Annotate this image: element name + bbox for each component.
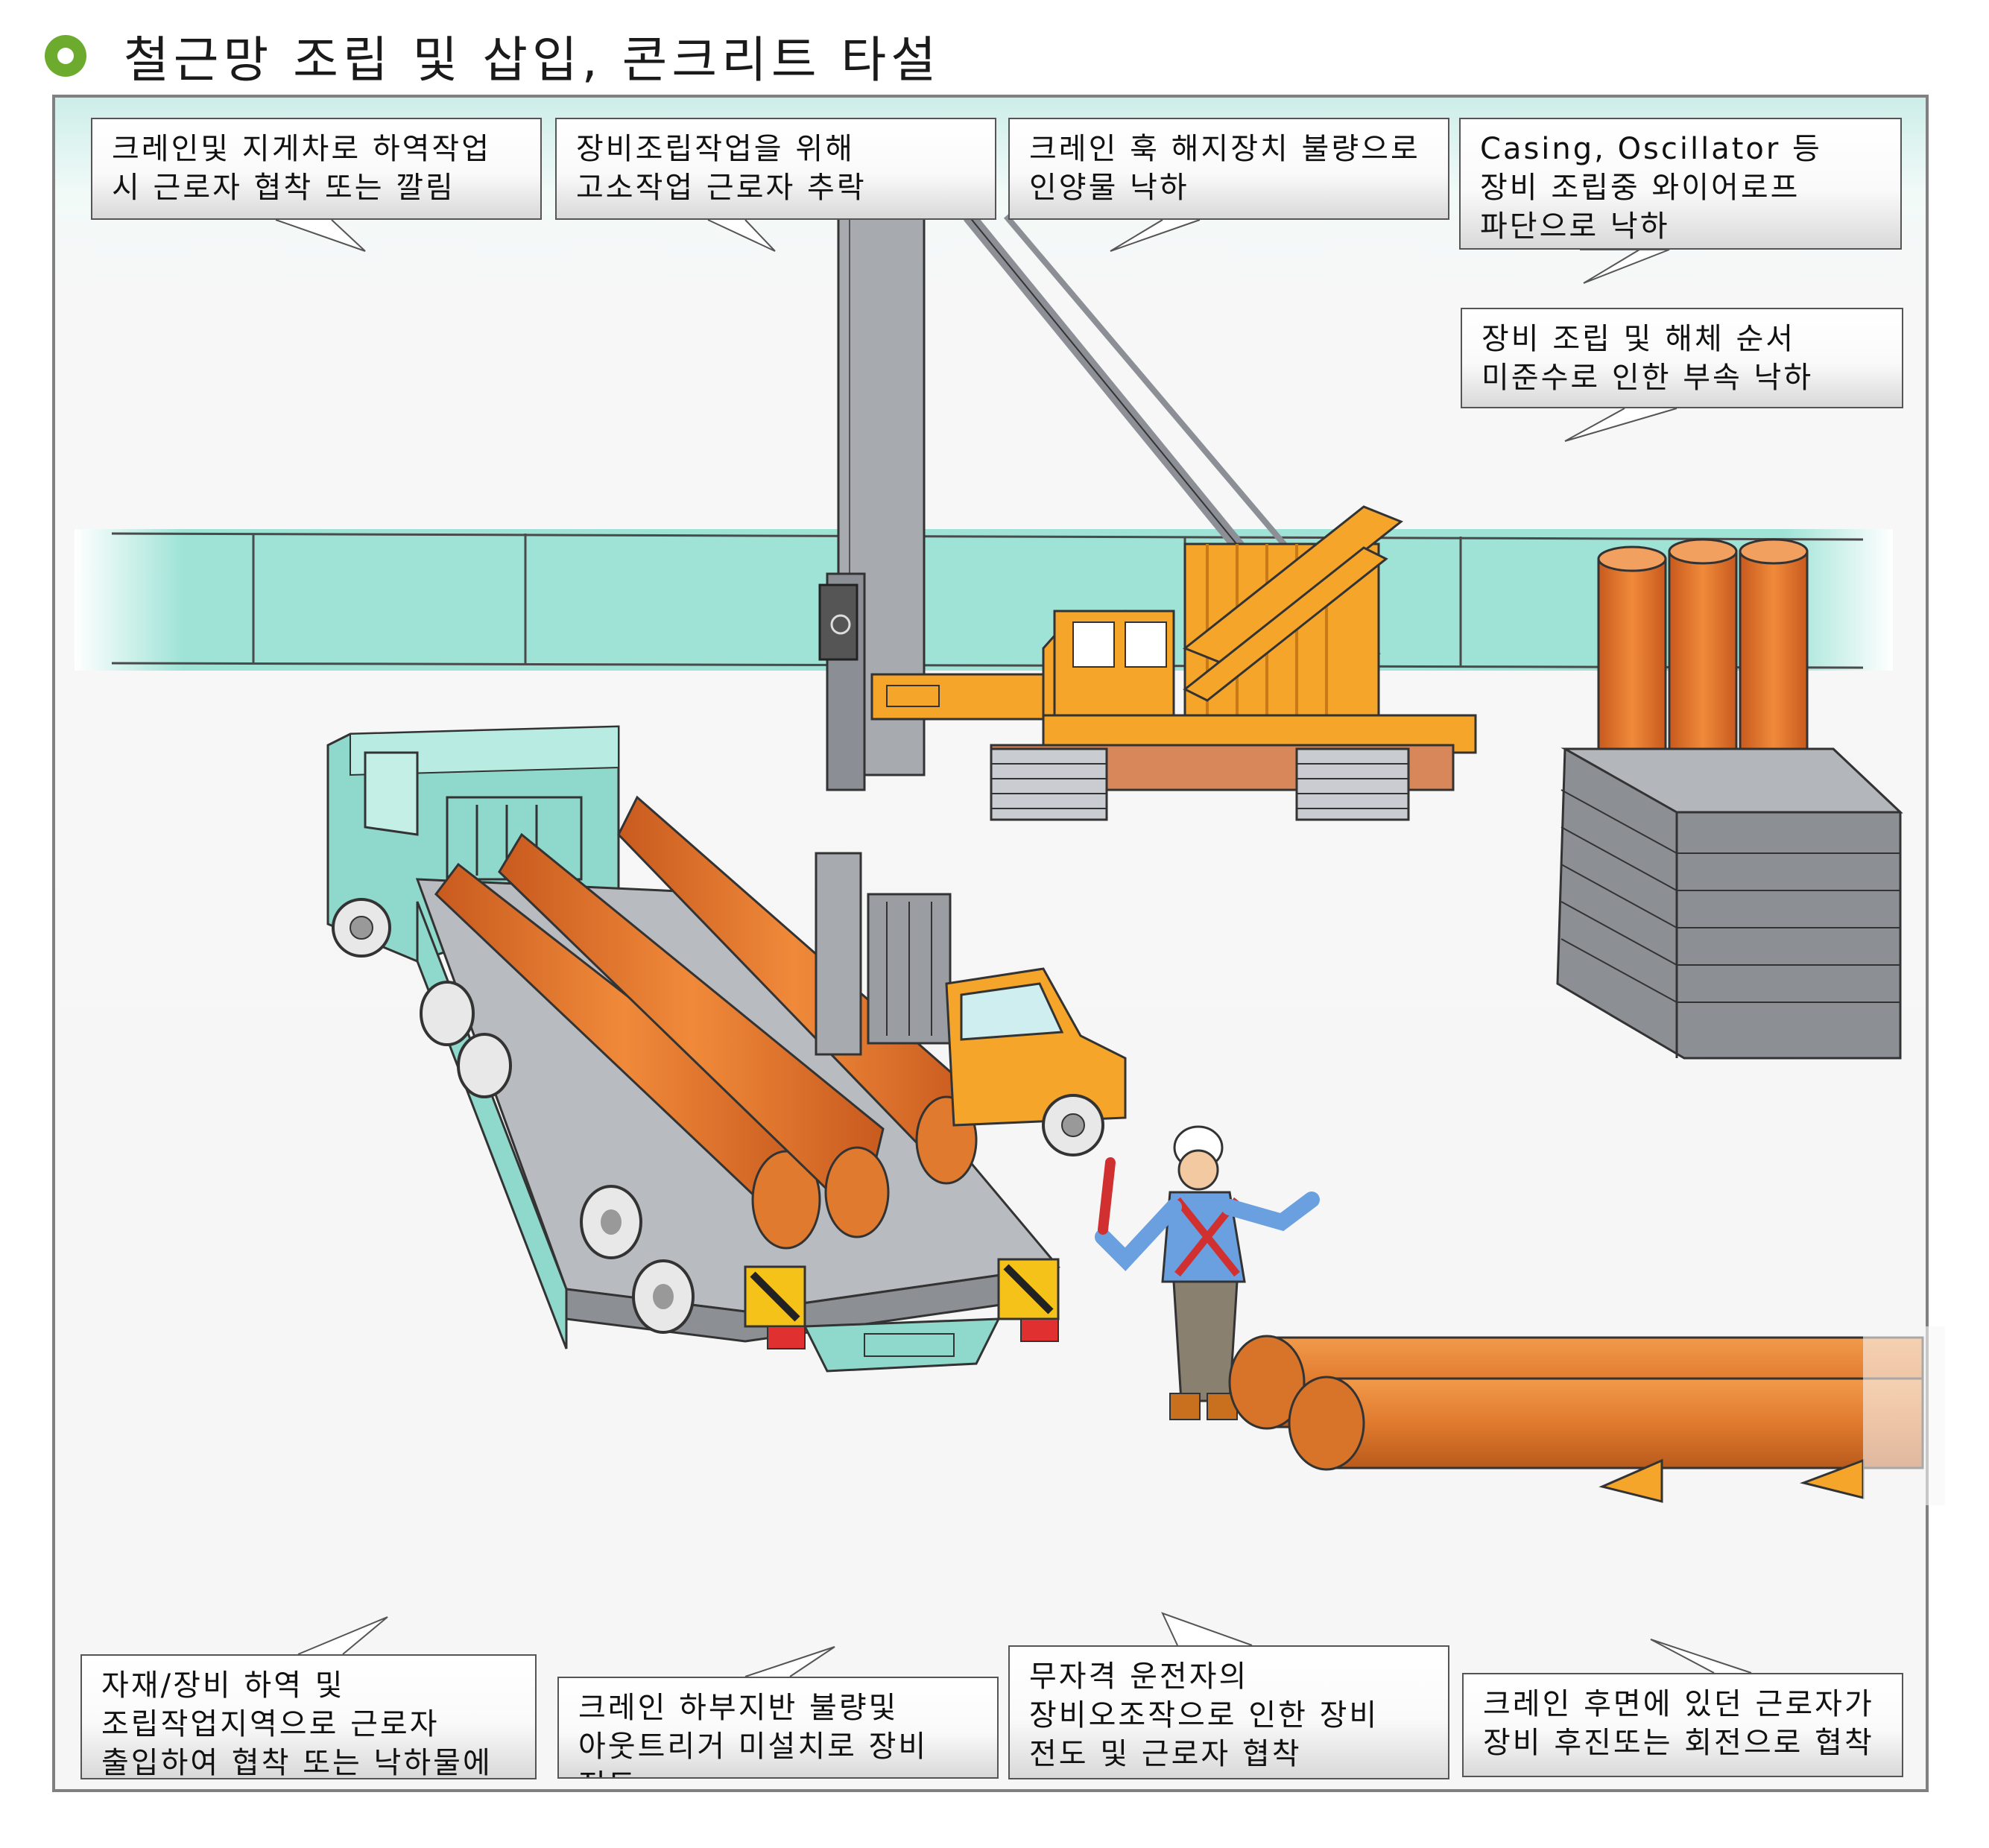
vertical-casings xyxy=(1597,538,1809,754)
trailer-wheels xyxy=(420,981,695,1334)
crawler-crane xyxy=(990,505,1477,821)
callout-aerial-work-fall: 장비조립작업을 위해 고소작업 근로자 추락 xyxy=(555,118,996,220)
crane-track-right xyxy=(1295,747,1410,821)
site-fence xyxy=(75,529,1893,671)
title-row: 철근망 조립 및 삽입, 콘크리트 타설 xyxy=(45,19,940,93)
casing-mast xyxy=(818,215,1045,791)
callout-crane-forklift-unloading: 크레인및 지게차로 하역작업 시 근로자 협착 또는 깔림 xyxy=(91,118,542,220)
title-bullet-icon xyxy=(45,35,86,77)
pipes-on-trailer xyxy=(434,795,978,1250)
steel-plate-stack xyxy=(1556,747,1903,1060)
callout-unqualified-operator: 무자격 운전자의 장비오조작으로 인한 장비 전도 및 근로자 협착 xyxy=(1008,1645,1449,1779)
signal-worker xyxy=(1095,1125,1320,1420)
callout-ground-outrigger-overturn: 크레인 하부지반 불량및 아웃트리거 미설치로 장비 전도 xyxy=(557,1677,999,1779)
callout-tails xyxy=(275,219,1752,1677)
page-title: 철근망 조립 및 삽입, 콘크리트 타설 xyxy=(124,31,940,89)
callout-hook-latch-defect: 크레인 훅 해지장치 불량으로 인양물 낙하 xyxy=(1008,118,1449,220)
callout-assembly-order-violation: 장비 조립 및 해체 순서 미준수로 인한 부속 낙하 xyxy=(1461,308,1903,408)
callout-rear-worker-crushing: 크레인 후면에 있던 근로자가 장비 후진또는 회전으로 협착 xyxy=(1462,1673,1903,1777)
callout-wire-rope-break: Casing, Oscillator 등 장비 조립중 와이어로프 파단으로 낙… xyxy=(1459,118,1902,250)
forklift xyxy=(815,852,1127,1156)
ground-casing-pipes xyxy=(1228,1326,1945,1505)
crane-track-left xyxy=(990,747,1108,821)
callout-worker-access-zone: 자재/장비 하역 및 조립작업지역으로 근로자 출입하여 협착 또는 낙하물에 … xyxy=(80,1654,537,1779)
